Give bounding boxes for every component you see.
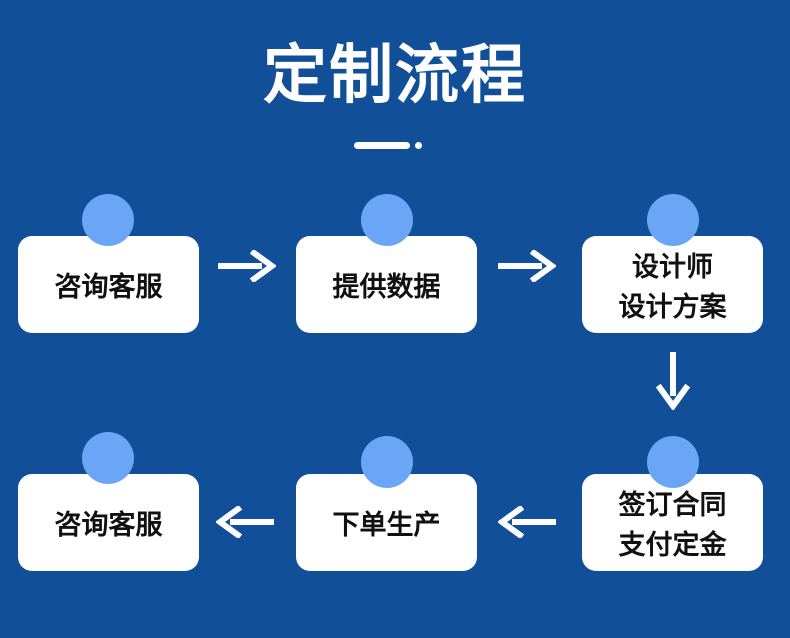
title-underline: [354, 142, 410, 149]
arrow-right-icon: [498, 250, 556, 282]
arrow-left-icon: [498, 506, 556, 538]
step-label: 咨询客服: [54, 271, 163, 303]
step-provide-data: 提供数据: [296, 236, 477, 333]
step-node-dot: [361, 194, 413, 246]
step-design-plan: 设计师 设计方案: [582, 236, 763, 333]
title-dot: [415, 142, 422, 149]
step-node-dot: [361, 436, 413, 488]
step-node-dot: [82, 194, 134, 246]
step-node-dot: [647, 194, 699, 246]
step-label: 咨询客服: [54, 509, 163, 541]
step-node-dot: [82, 432, 134, 484]
step-order-production: 下单生产: [296, 474, 477, 571]
step-sign-contract: 签订合同 支付定金: [582, 474, 763, 571]
step-consult-service-final: 咨询客服: [18, 474, 199, 571]
step-label: 下单生产: [332, 509, 441, 541]
step-label: 设计师 设计方案: [618, 251, 727, 323]
arrow-right-icon: [218, 250, 276, 282]
step-consult-service: 咨询客服: [18, 236, 199, 333]
arrow-down-icon: [656, 352, 690, 410]
step-label: 提供数据: [332, 271, 441, 303]
step-node-dot: [647, 436, 699, 488]
step-label: 签订合同 支付定金: [618, 489, 727, 561]
arrow-left-icon: [216, 506, 274, 538]
page-title: 定制流程: [263, 39, 527, 113]
